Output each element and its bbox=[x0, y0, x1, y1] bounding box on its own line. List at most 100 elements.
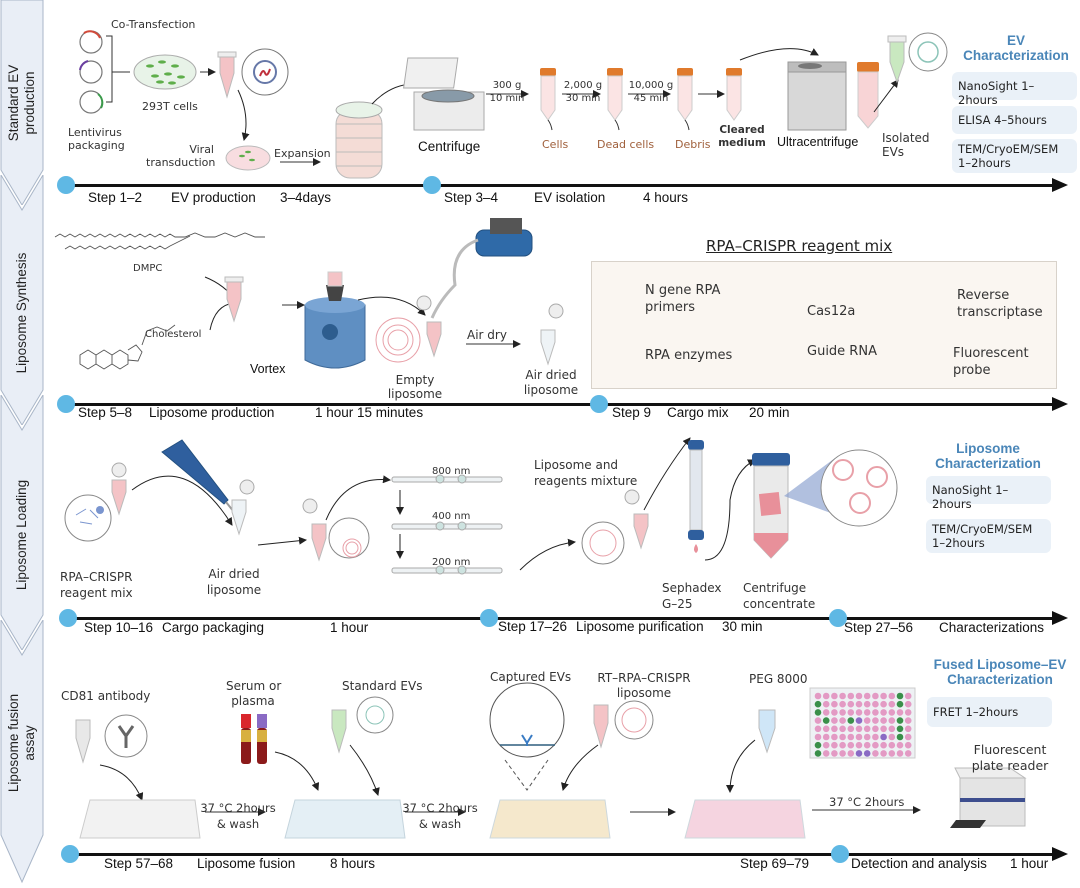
timeline-marker bbox=[590, 395, 608, 413]
plate-well bbox=[855, 717, 863, 724]
timeline-fusion-assay bbox=[70, 847, 1068, 861]
plate-well bbox=[872, 725, 879, 733]
plate-well bbox=[896, 741, 904, 749]
plate-well bbox=[863, 692, 871, 700]
step-label: Step 17–26 bbox=[498, 619, 568, 634]
plate-well bbox=[863, 750, 871, 757]
step-label: Step 27–56 bbox=[844, 620, 914, 635]
plate-well bbox=[839, 725, 846, 733]
reagent-mix-panel bbox=[591, 261, 1057, 389]
plate-well bbox=[896, 692, 904, 700]
plate-well bbox=[855, 733, 863, 741]
duration-label: 4 hours bbox=[643, 190, 689, 205]
air-compressor-icon bbox=[430, 218, 533, 319]
plate-well bbox=[839, 733, 846, 741]
centrifuge-label: Centrifuge bbox=[418, 139, 481, 154]
open-tube-icon bbox=[416, 295, 442, 358]
conical-tube-icon bbox=[726, 68, 742, 121]
plate-well bbox=[888, 709, 896, 716]
centrifuge-concentrate-icon bbox=[752, 449, 898, 559]
plate-well bbox=[855, 750, 863, 757]
plate-well bbox=[904, 717, 912, 724]
dead-cells-product-label: Dead cells bbox=[597, 138, 655, 151]
plate-well bbox=[904, 741, 912, 749]
dmpc-structure-icon bbox=[54, 232, 265, 250]
peg-tube-icon bbox=[758, 709, 776, 754]
plate-well bbox=[863, 717, 871, 724]
293t-cells-label: 293T cells bbox=[142, 100, 198, 113]
peg-label: PEG 8000 bbox=[749, 672, 808, 686]
yellow-well-plate-icon bbox=[489, 799, 611, 839]
timeline-marker bbox=[831, 845, 849, 863]
extruder-icon bbox=[391, 474, 503, 575]
stage-banner-liposome-loading: Liposome Loading bbox=[0, 395, 44, 650]
plate-well bbox=[814, 717, 822, 724]
plate-reader-icon bbox=[950, 767, 1027, 828]
plate-well bbox=[822, 709, 830, 716]
plate-well bbox=[839, 741, 846, 749]
incubation-label-3: 37 °C 2hours bbox=[829, 795, 905, 809]
blood-tubes-icon bbox=[241, 714, 267, 764]
reagent-guide-rna-label: Guide RNA bbox=[807, 344, 877, 359]
fret-plate-icon bbox=[809, 687, 916, 759]
plate-well bbox=[880, 725, 887, 733]
reagent-mix-tube-icon bbox=[64, 462, 127, 542]
plate-well bbox=[831, 741, 838, 749]
air-dried-tube-icon bbox=[540, 303, 564, 366]
plate-well bbox=[896, 709, 904, 716]
petri-dish-293t-icon bbox=[133, 54, 197, 90]
plate-well bbox=[880, 741, 887, 749]
step-label: Step 5–8 bbox=[78, 405, 133, 420]
reagent-mix-title: RPA–CRISPR reagent mix bbox=[706, 237, 893, 255]
plate-well bbox=[888, 733, 896, 741]
plate-well bbox=[814, 733, 822, 741]
incubation-label-1: 37 °C 2hours& wash bbox=[200, 801, 276, 831]
plate-well bbox=[847, 725, 855, 733]
plate-well bbox=[847, 750, 855, 757]
rt-liposome-tube-icon bbox=[593, 700, 654, 749]
step-label: Step 1–2 bbox=[88, 190, 143, 205]
dmpc-label: DMPC bbox=[133, 263, 163, 274]
plate-well bbox=[888, 725, 896, 733]
plate-well bbox=[904, 750, 912, 757]
expansion-label: Expansion bbox=[274, 147, 331, 160]
extrusion-800-label: 800 nm bbox=[432, 466, 471, 477]
plate-well bbox=[814, 750, 822, 757]
timeline-marker bbox=[57, 395, 75, 413]
timeline-liposome-synthesis bbox=[66, 397, 1068, 411]
timeline-marker bbox=[480, 609, 498, 627]
timeline-arrow-icon bbox=[1052, 397, 1068, 411]
phase-label: EV production bbox=[171, 190, 256, 205]
plate-well bbox=[904, 733, 912, 741]
stacked-dishes-icon bbox=[335, 101, 383, 179]
plate-well bbox=[904, 700, 912, 708]
timeline-marker bbox=[59, 609, 77, 627]
cholesterol-label: Cholesterol bbox=[145, 329, 202, 340]
plate-well bbox=[888, 700, 896, 708]
reagent-enzymes-label: RPA enzymes bbox=[645, 348, 733, 363]
extrusion-200-label: 200 nm bbox=[432, 557, 471, 568]
mixture-tube-icon bbox=[581, 489, 649, 565]
plate-well bbox=[872, 692, 879, 700]
plate-well bbox=[855, 692, 863, 700]
plate-well bbox=[831, 725, 838, 733]
plate-well bbox=[831, 717, 838, 724]
plate-well bbox=[872, 709, 879, 716]
conical-tube-icon bbox=[677, 68, 693, 131]
